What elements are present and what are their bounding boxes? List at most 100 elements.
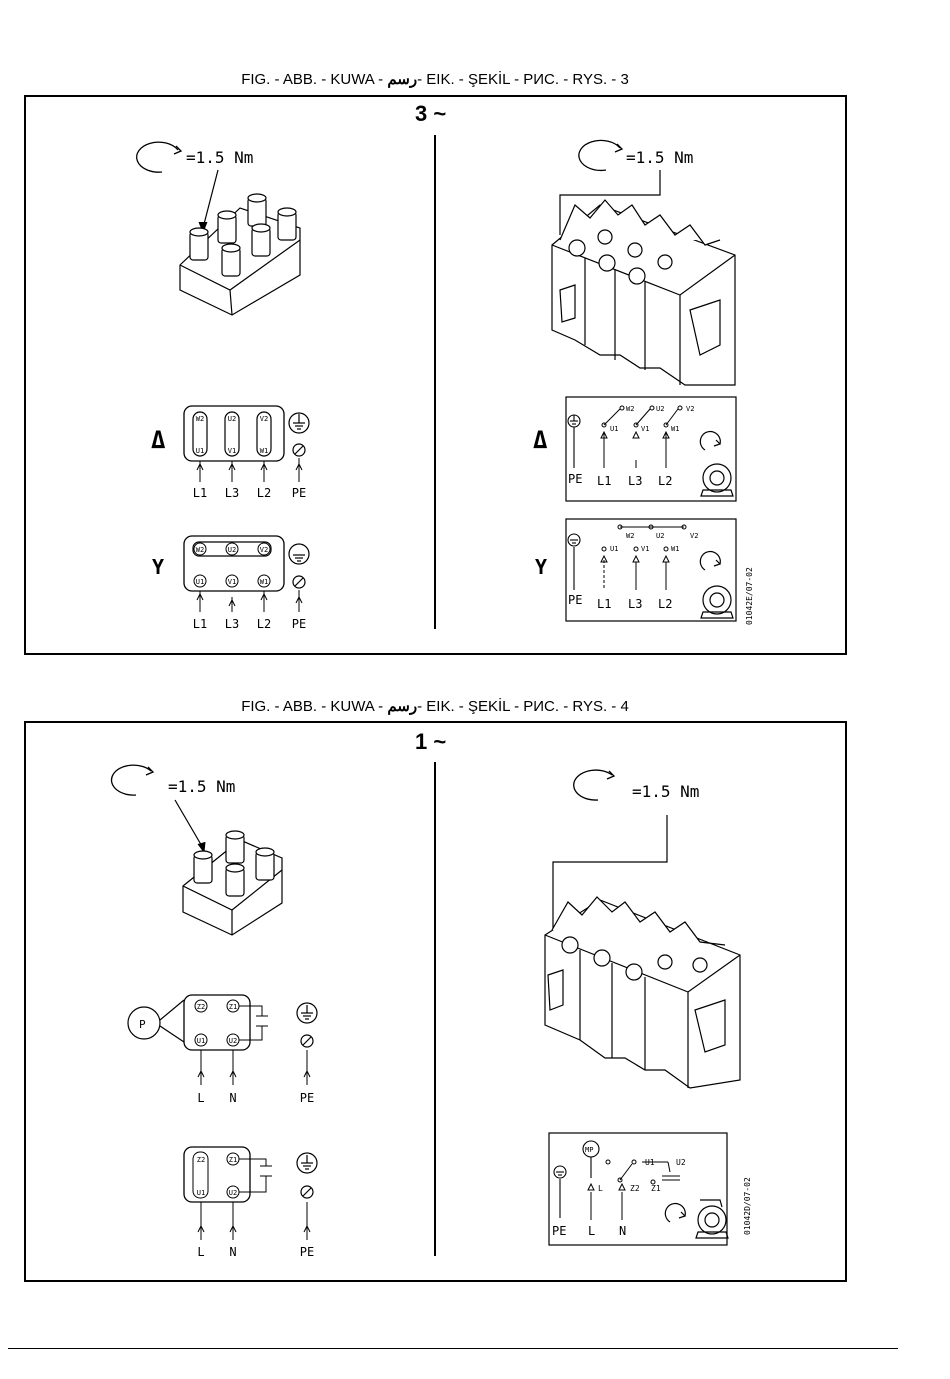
terminal-block-3ph-illustration xyxy=(179,193,301,316)
right-star-l3: L3 xyxy=(628,597,642,611)
right-delta-u2: U2 xyxy=(656,405,664,413)
fig3-torque-right: =1.5 Nm xyxy=(626,148,693,167)
right-star-w1: W1 xyxy=(671,545,679,553)
star-symbol-right: Y xyxy=(535,555,547,579)
right-star-w2: W2 xyxy=(626,532,634,540)
star-terminal-w2: W2 xyxy=(196,546,204,554)
right-star-schematic-box xyxy=(565,518,737,622)
delta-terminal-v1: V1 xyxy=(228,447,236,455)
figure-3-caption: FIG. - ABB. - KUWA - رسم- EIK. - ŞEKİL -… xyxy=(0,70,870,88)
figure-3-caption-post: - EIK. - ŞEKİL - РИС. - RYS. - 3 xyxy=(417,71,629,88)
right-star-pe: PE xyxy=(568,593,582,607)
earth-icon xyxy=(553,1165,567,1218)
star-line-l2: L2 xyxy=(257,617,271,631)
delta-line-l2: L2 xyxy=(257,486,271,500)
pump-motor-icon xyxy=(664,1199,729,1239)
torque-leader xyxy=(174,799,204,849)
fig4-term2-u2: U2 xyxy=(229,1189,237,1197)
figure-3-frame xyxy=(24,95,847,655)
fig4-torque-left: =1.5 Nm xyxy=(168,777,235,796)
delta-symbol-left: Δ xyxy=(151,426,166,454)
right-star-l2: L2 xyxy=(658,597,672,611)
fig4-right-l-small: L xyxy=(598,1184,603,1193)
right-delta-v1: V1 xyxy=(641,425,649,433)
right-delta-l1: L1 xyxy=(597,474,611,488)
fig4-line2-l: L xyxy=(197,1245,204,1259)
delta-terminal-box xyxy=(183,405,285,462)
fig4-line2-n: N xyxy=(229,1245,236,1259)
right-delta-l3: L3 xyxy=(628,474,642,488)
fig3-torque-left: =1.5 Nm xyxy=(186,148,253,167)
right-delta-pe: PE xyxy=(568,472,582,486)
fig4-line-l: L xyxy=(197,1091,204,1105)
fig4-line-n: N xyxy=(229,1091,236,1105)
delta-symbol-right: Δ xyxy=(533,426,548,454)
delta-terminal-u1: U1 xyxy=(196,447,204,455)
protector-p-circle xyxy=(127,999,185,1043)
right-delta-v2: V2 xyxy=(686,405,694,413)
figure-3-drawing: =1.5 Nm Δ W2 U2 V2 U1 V1 W1 xyxy=(136,139,754,631)
fig4-term-u1: U1 xyxy=(197,1037,205,1045)
terminal-strip-1ph-illustration xyxy=(544,896,741,1089)
terminal-screws xyxy=(568,229,673,285)
fig4-right-u2: U2 xyxy=(676,1158,686,1167)
fig4-term2-z2: Z2 xyxy=(197,1156,205,1164)
torque-rotation-icon xyxy=(136,141,183,173)
figure-4-frame xyxy=(24,721,847,1282)
delta-line-pe: PE xyxy=(292,486,306,500)
delta-line-l3: L3 xyxy=(225,486,239,500)
fig4-term-z1: Z1 xyxy=(229,1003,237,1011)
earth-icon xyxy=(567,533,581,590)
delta-feed-wires xyxy=(196,458,303,482)
star-line-l3: L3 xyxy=(225,617,239,631)
terminal-strip-3ph-illustration xyxy=(551,199,736,386)
figure-3-caption-arabic: رسم xyxy=(387,71,418,88)
star-symbol-left: Y xyxy=(152,555,164,579)
fig4-term-z2: Z2 xyxy=(197,1003,205,1011)
right-star-l1: L1 xyxy=(597,597,611,611)
delta-terminal-w2: W2 xyxy=(196,415,204,423)
fig4-right-n: N xyxy=(619,1224,626,1238)
fig4-p-label: P xyxy=(139,1018,146,1031)
star-terminal-v2: V2 xyxy=(260,546,268,554)
fig4-term-u2: U2 xyxy=(229,1037,237,1045)
delta-links xyxy=(192,411,272,457)
star-terminal-u1: U1 xyxy=(196,578,204,586)
fig4-torque-right: =1.5 Nm xyxy=(632,782,699,801)
figure-4-phase-label: 1 ~ xyxy=(415,729,447,754)
delta-terminal-w1: W1 xyxy=(260,447,268,455)
figure-4-drawing: =1.5 Nm P Z2 Z1 U1 U2 L xyxy=(110,764,752,1259)
star-terminal-w1: W1 xyxy=(260,578,268,586)
star-terminal-box xyxy=(183,535,285,592)
fig4-right-u1: U1 xyxy=(645,1158,655,1167)
earth-icon xyxy=(288,412,310,457)
torque-leader xyxy=(559,170,661,235)
fig4-line-pe: PE xyxy=(300,1091,314,1105)
earth-icon xyxy=(288,543,310,589)
torque-leader xyxy=(202,169,219,229)
fig4-terminal-box-2 xyxy=(183,1146,251,1203)
torque-leader xyxy=(552,815,668,930)
delta-line-l1: L1 xyxy=(193,486,207,500)
figure-4-caption-pre: FIG. - ABB. - KUWA - xyxy=(241,698,388,715)
fig4-right-schematic-box xyxy=(548,1132,728,1246)
right-star-v2: V2 xyxy=(690,532,698,540)
fig4-terminal-box-1 xyxy=(183,994,251,1051)
fig4-right-z2: Z2 xyxy=(630,1184,640,1193)
terminal-studs xyxy=(189,193,297,277)
star-line-l1: L1 xyxy=(193,617,207,631)
star-line-pe: PE xyxy=(292,617,306,631)
fig3-drawing-code: 01042E/07-02 xyxy=(745,567,754,625)
right-star-u2: U2 xyxy=(656,532,664,540)
fig4-right-pe: PE xyxy=(552,1224,566,1238)
earth-icon xyxy=(296,1152,318,1199)
terminal-block-1ph-illustration xyxy=(182,830,283,936)
star-terminal-v1: V1 xyxy=(228,578,236,586)
right-star-u1: U1 xyxy=(610,545,618,553)
right-star-v1: V1 xyxy=(641,545,649,553)
right-delta-w1: W1 xyxy=(671,425,679,433)
fig4-line2-pe: PE xyxy=(300,1245,314,1259)
figure-4-caption: FIG. - ABB. - KUWA - رسم- EIK. - ŞEKİL -… xyxy=(0,697,870,715)
mp-circle xyxy=(582,1140,600,1178)
figure-3-phase-label: 3 ~ xyxy=(415,101,447,126)
